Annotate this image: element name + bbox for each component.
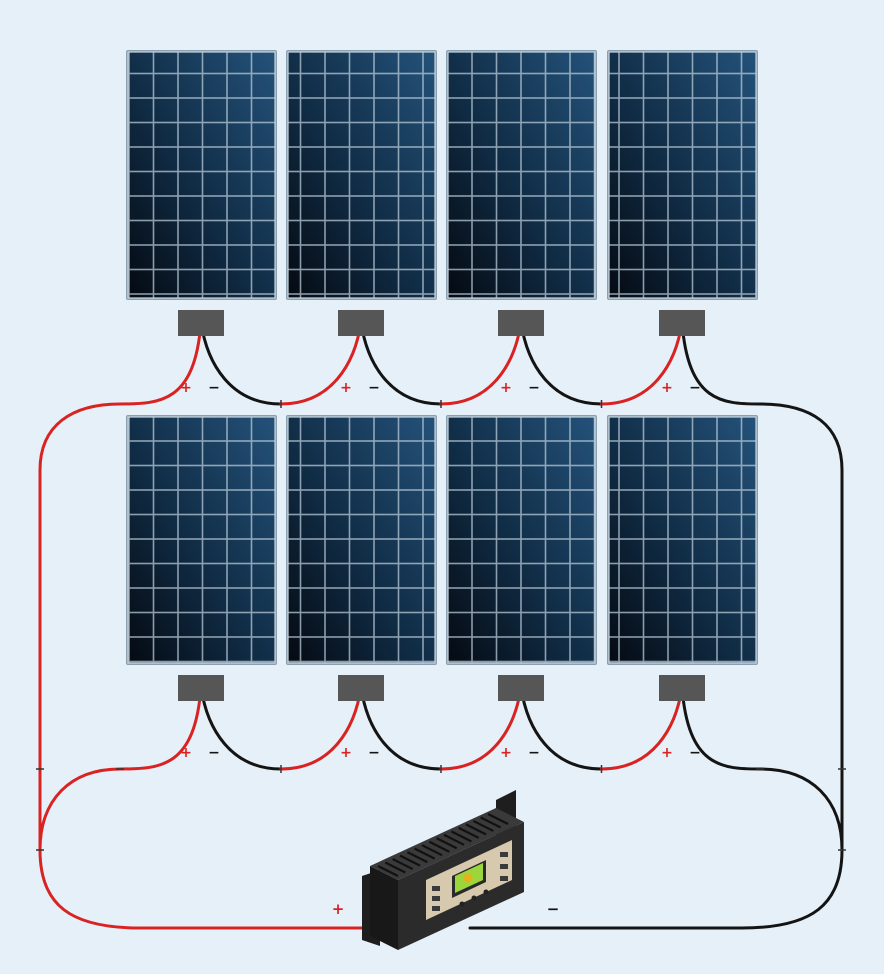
solar-panel-bottom-row-4: [607, 415, 758, 665]
negative-terminal-label: −: [528, 745, 540, 761]
junction-box-bottom-row-2: [338, 675, 384, 701]
controller-fin: [399, 854, 421, 867]
panel-edge: [127, 51, 276, 299]
panel-edge: [287, 51, 436, 299]
controller-positive-label: +: [332, 900, 345, 918]
controller-led-4: [500, 852, 508, 857]
controller-fin: [421, 844, 443, 857]
controller-fin: [472, 819, 494, 832]
panel-cell-grid: [448, 52, 595, 298]
positive-terminal-label: +: [661, 745, 673, 761]
controller-fin: [377, 865, 399, 877]
controller-fin: [465, 823, 487, 836]
controller-fin: [443, 833, 465, 846]
controller-fin: [414, 847, 436, 860]
controller-led-2: [432, 896, 440, 901]
top-string-negative-run: [680, 320, 844, 852]
controller-negative-label: −: [547, 900, 560, 918]
junction-box-top-row-2: [338, 310, 384, 336]
junction-box-bottom-row-1: [178, 675, 224, 701]
positive-terminal-label: +: [500, 380, 512, 396]
controller-indicator: [463, 873, 473, 883]
controller-led-1: [432, 886, 440, 891]
panel-edge: [447, 416, 596, 664]
controller-led-6: [500, 876, 508, 881]
negative-terminal-label: −: [208, 380, 220, 396]
positive-terminal-label: +: [180, 380, 192, 396]
controller-fin: [392, 858, 414, 871]
controller-fin: [428, 840, 450, 853]
solar-panel-bottom-row-1: [126, 415, 277, 665]
positive-terminal-label: +: [340, 745, 352, 761]
panel-cell-grid: [288, 417, 435, 663]
controller-side: [370, 866, 398, 950]
controller-fin: [436, 837, 458, 850]
solar-panel-bottom-row-2: [286, 415, 437, 665]
negative-terminal-label: −: [208, 745, 220, 761]
solar-panel-bottom-row-3: [446, 415, 597, 665]
positive-terminal-label: +: [500, 745, 512, 761]
panel-edge: [287, 416, 436, 664]
controller-positive-lead: [38, 848, 365, 930]
negative-terminal-label: −: [689, 745, 701, 761]
controller-button-3: [483, 889, 489, 895]
controller-negative-lead: [468, 848, 844, 930]
controller-fin: [450, 830, 472, 843]
solar-panel-top-row-1: [126, 50, 277, 300]
solar-panel-top-row-2: [286, 50, 437, 300]
panel-cell-grid: [448, 417, 595, 663]
panel-cell-grid: [128, 52, 275, 298]
negative-terminal-label: −: [368, 380, 380, 396]
charge-controller-icon: [362, 790, 524, 950]
controller-fin: [458, 826, 480, 839]
panel-cell-grid: [288, 52, 435, 298]
junction-box-top-row-3: [498, 310, 544, 336]
negative-terminal-label: −: [368, 745, 380, 761]
panel-edge: [608, 51, 757, 299]
junction-box-top-row-4: [659, 310, 705, 336]
positive-terminal-label: +: [661, 380, 673, 396]
controller-led-5: [500, 864, 508, 869]
solar-panel-top-row-4: [607, 50, 758, 300]
junction-box-bottom-row-4: [659, 675, 705, 701]
controller-fin: [406, 851, 428, 864]
controller-fin: [487, 813, 509, 825]
panel-cell-grid: [609, 417, 756, 663]
panel-edge: [447, 51, 596, 299]
controller-fin: [480, 816, 502, 829]
controller-led-3: [432, 906, 440, 911]
panel-cell-grid: [609, 52, 756, 298]
panel-cell-grid: [128, 417, 275, 663]
junction-box-top-row-1: [178, 310, 224, 336]
controller-fin: [384, 861, 406, 874]
junction-box-bottom-row-3: [498, 675, 544, 701]
solar-panel-top-row-3: [446, 50, 597, 300]
controller-button-1: [459, 901, 465, 907]
panel-edge: [608, 416, 757, 664]
top-string-positive-run: [38, 320, 203, 852]
panel-edge: [127, 416, 276, 664]
controller-button-2: [471, 895, 477, 901]
positive-terminal-label: +: [340, 380, 352, 396]
negative-terminal-label: −: [689, 380, 701, 396]
negative-terminal-label: −: [528, 380, 540, 396]
positive-terminal-label: +: [180, 745, 192, 761]
